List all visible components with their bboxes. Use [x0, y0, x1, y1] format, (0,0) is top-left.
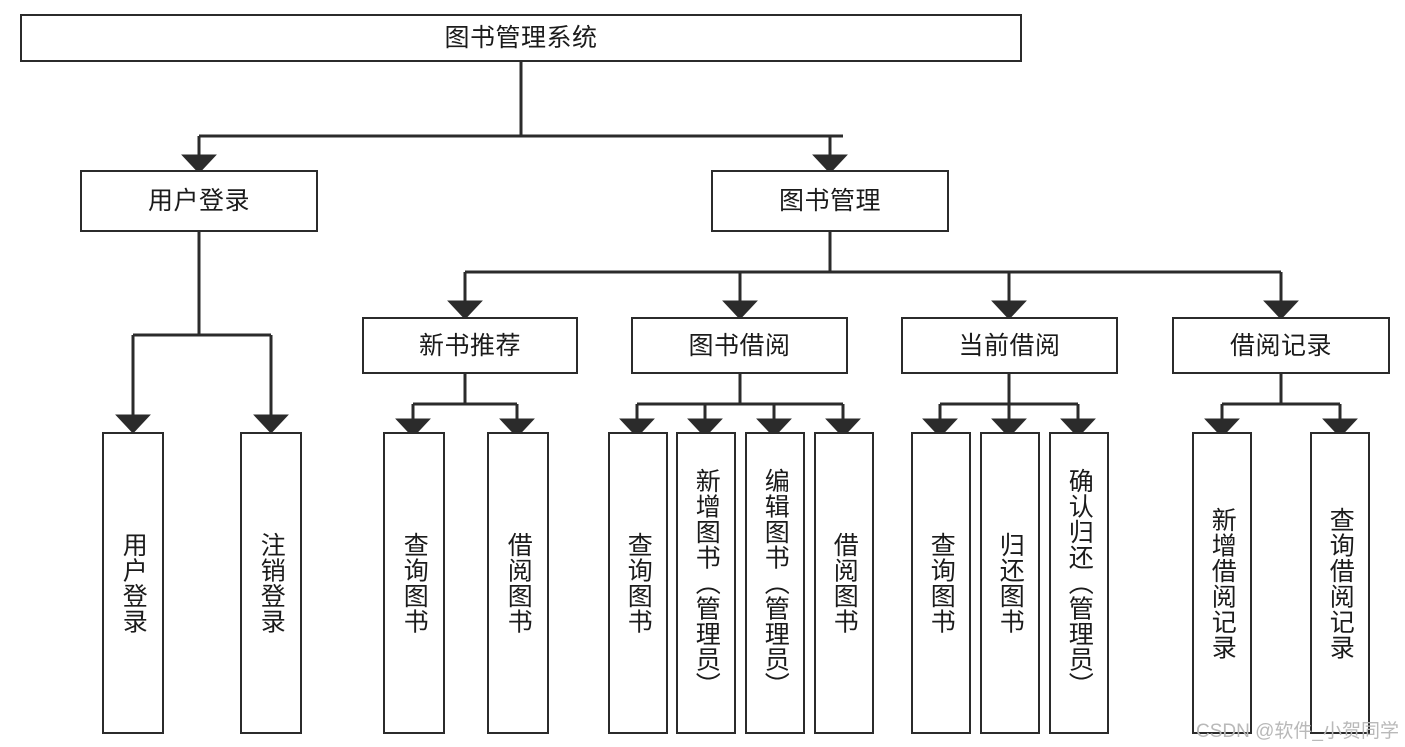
leaf-user-login[interactable]: 用户登录 [102, 432, 164, 734]
node-label: 查询图书 [624, 532, 653, 634]
node-label: 图书借阅 [688, 331, 791, 360]
node-borrowing-records[interactable]: 借阅记录 [1172, 317, 1390, 374]
node-label: 归还图书 [996, 532, 1025, 634]
node-current-borrowing[interactable]: 当前借阅 [901, 317, 1118, 374]
node-label: 注销登录 [257, 532, 286, 634]
node-label: 查询借阅记录 [1326, 506, 1355, 660]
leaf-query-book-current[interactable]: 查询图书 [911, 432, 971, 734]
node-label: 新增借阅记录 [1208, 506, 1237, 660]
node-label: 编辑图书（管理员） [761, 468, 790, 698]
node-label: 新书推荐 [418, 331, 521, 360]
node-label: 用户登录 [119, 532, 148, 634]
leaf-logout[interactable]: 注销登录 [240, 432, 302, 734]
node-label: 借阅记录 [1229, 331, 1332, 360]
node-label: 图书管理系统 [444, 24, 598, 52]
node-new-book-recommendation[interactable]: 新书推荐 [362, 317, 578, 374]
watermark-text: CSDN @软件_小贺同学 [1196, 721, 1399, 742]
leaf-query-book-borrow[interactable]: 查询图书 [608, 432, 668, 734]
node-label: 用户登录 [147, 187, 250, 215]
leaf-query-book-new[interactable]: 查询图书 [383, 432, 445, 734]
node-label: 借阅图书 [830, 532, 859, 634]
leaf-query-borrow-record[interactable]: 查询借阅记录 [1310, 432, 1370, 734]
node-root-book-management-system[interactable]: 图书管理系统 [20, 14, 1022, 62]
leaf-return-book[interactable]: 归还图书 [980, 432, 1040, 734]
node-label: 当前借阅 [958, 331, 1061, 360]
leaf-add-borrow-record[interactable]: 新增借阅记录 [1192, 432, 1252, 734]
leaf-add-book-admin[interactable]: 新增图书（管理员） [676, 432, 736, 734]
node-label: 图书管理 [778, 187, 881, 215]
leaf-borrow-book[interactable]: 借阅图书 [814, 432, 874, 734]
node-label: 确认归还（管理员） [1065, 468, 1094, 698]
node-book-borrowing[interactable]: 图书借阅 [631, 317, 848, 374]
node-book-management[interactable]: 图书管理 [711, 170, 949, 232]
node-label: 查询图书 [927, 532, 956, 634]
leaf-confirm-return-admin[interactable]: 确认归还（管理员） [1049, 432, 1109, 734]
node-label: 借阅图书 [504, 532, 533, 634]
node-label: 查询图书 [400, 532, 429, 634]
node-label: 新增图书（管理员） [692, 468, 721, 698]
leaf-edit-book-admin[interactable]: 编辑图书（管理员） [745, 432, 805, 734]
node-user-login[interactable]: 用户登录 [80, 170, 318, 232]
leaf-borrow-book-new[interactable]: 借阅图书 [487, 432, 549, 734]
